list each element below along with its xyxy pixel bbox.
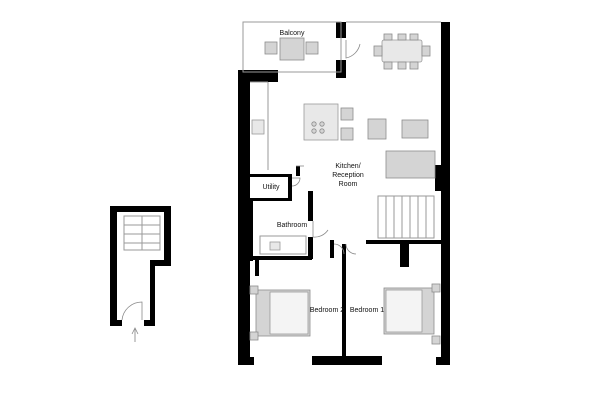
staircase — [377, 195, 435, 239]
label-bedroom-1: Bedroom 1 — [350, 307, 384, 314]
entrance-stairwell — [110, 206, 171, 342]
label-kitchen-line1: Kitchen/ — [335, 163, 360, 170]
label-kitchen-line3: Room — [339, 181, 358, 188]
doors — [291, 40, 361, 255]
bathroom-fixtures — [259, 235, 307, 255]
label-utility: Utility — [262, 184, 280, 191]
label-kitchen-line2: Reception — [332, 172, 364, 179]
coffee-table — [401, 119, 429, 139]
balcony-outline — [242, 21, 441, 73]
bed-bedroom-1 — [383, 283, 441, 345]
dining-set — [373, 33, 431, 70]
label-bedroom-2: Bedroom 2 — [310, 307, 344, 314]
kitchen-counter — [250, 81, 269, 170]
interior-walls — [250, 166, 443, 364]
kitchen-island — [303, 103, 354, 141]
armchair — [367, 118, 387, 140]
label-bathroom: Bathroom — [277, 222, 308, 229]
sofa — [385, 150, 436, 179]
balcony-furniture — [264, 37, 319, 61]
exterior-walls — [238, 22, 450, 365]
label-balcony: Balcony — [280, 30, 305, 37]
bed-bedroom-2 — [249, 285, 311, 341]
